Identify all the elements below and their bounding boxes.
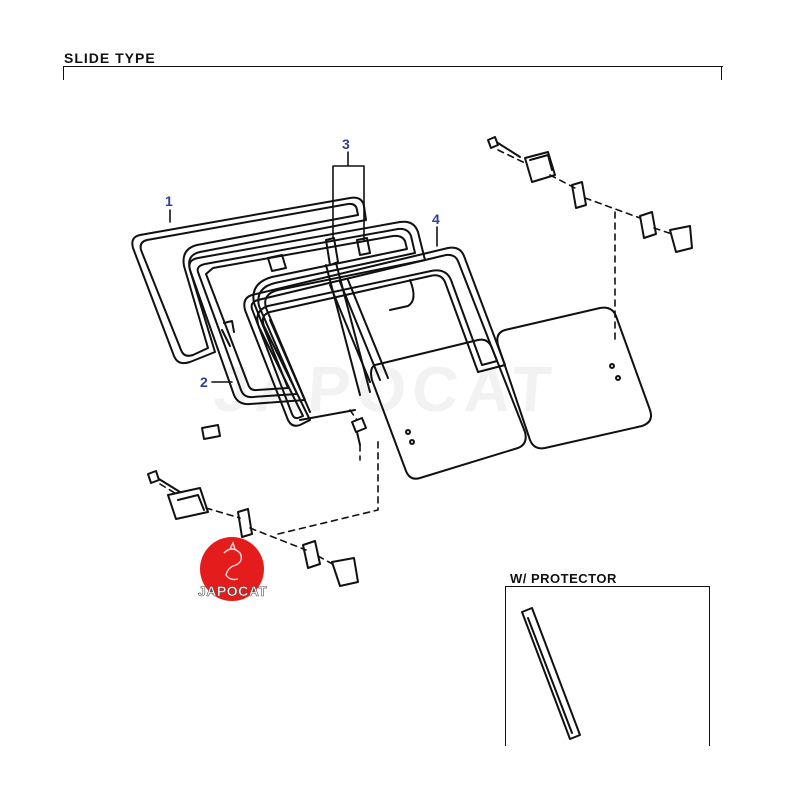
title-rule-right-tick: [721, 66, 722, 80]
sliding-glass-pane-front: [370, 338, 527, 480]
title-rule: [63, 66, 723, 67]
callout-2: 2: [200, 374, 208, 390]
protector-strip: [521, 607, 581, 740]
dashed-leaders: [159, 149, 673, 567]
inset-frame: [505, 586, 710, 746]
sliding-glass-pane-rear: [496, 306, 652, 450]
center-screw: [351, 417, 367, 446]
callout-3: 3: [342, 136, 350, 152]
part-2-middle-frame: [188, 220, 426, 406]
logo-cat-icon: [223, 541, 243, 581]
lower-latch-assembly: [147, 470, 359, 587]
clip-part: [267, 254, 287, 272]
callout-1: 1: [165, 193, 173, 209]
title-rule-left-tick: [63, 66, 64, 80]
callout-leaders: [169, 151, 438, 383]
inset-title: W/ PROTECTOR: [510, 571, 617, 586]
diagram-title: SLIDE TYPE: [64, 50, 156, 66]
loose-clip: [201, 424, 221, 440]
callout-4: 4: [432, 211, 440, 227]
japocat-logo: [200, 537, 264, 601]
logo-text: JAPOCAT: [198, 583, 268, 600]
part-4-inner-frame: [243, 246, 506, 427]
upper-latch-assembly: [487, 136, 693, 253]
